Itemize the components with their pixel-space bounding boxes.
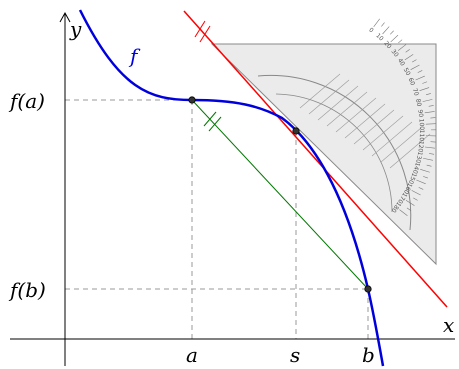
protractor-tick xyxy=(415,75,425,81)
protractor-tick xyxy=(423,157,433,161)
s-label: s xyxy=(290,343,300,367)
fb-label: f(b) xyxy=(8,278,46,302)
protractor-scale-label: 160 xyxy=(402,182,414,196)
protractor-tick xyxy=(429,153,435,155)
protractor-tick xyxy=(425,93,431,96)
protractor-hatch-line xyxy=(308,79,350,115)
set-square-body xyxy=(210,43,437,266)
secant-line xyxy=(191,99,369,290)
secant-parallel-mark xyxy=(203,111,222,132)
protractor-scale-label: 100 xyxy=(418,119,426,131)
protractor-tick xyxy=(426,164,432,167)
point-b xyxy=(364,285,372,293)
protractor-hatch-line xyxy=(371,121,413,157)
protractor-scale-label: 120 xyxy=(416,140,424,152)
protractor-scale-label: 10 xyxy=(374,32,384,42)
protractor-scale-label: 110 xyxy=(418,130,425,142)
axes xyxy=(10,11,455,366)
protractor-scale-label: 140 xyxy=(411,161,421,174)
protractor-tick xyxy=(420,168,430,173)
protractor-tick xyxy=(398,39,403,44)
protractor-hatch-line xyxy=(335,97,377,133)
point-a xyxy=(188,96,196,104)
protractor-scale-label: 40 xyxy=(396,57,406,67)
guide-lines xyxy=(65,99,369,339)
protractor-tick xyxy=(425,123,436,125)
protractor-hatch-line xyxy=(389,133,431,169)
tangent-parallel-mark xyxy=(194,20,211,43)
protractor-tick xyxy=(382,26,390,35)
protractor-tick xyxy=(405,200,415,206)
protractor-hatch-line xyxy=(344,103,386,139)
y-axis-label: y xyxy=(69,17,82,41)
protractor-scale-label: 50 xyxy=(402,67,412,77)
protractor-tick xyxy=(399,209,408,216)
protractor-arc-inner xyxy=(275,93,393,213)
protractor-tick xyxy=(422,81,428,84)
points xyxy=(188,96,372,293)
curve-f xyxy=(78,9,385,367)
protractor-tick xyxy=(390,30,394,35)
a-label: a xyxy=(186,343,198,367)
point-s xyxy=(292,127,300,135)
y-axis-arrowhead xyxy=(59,11,71,23)
protractor-tick xyxy=(373,18,380,27)
protractor-tick xyxy=(406,207,412,212)
protractor-tick xyxy=(411,190,421,196)
protractor-scale-label: 150 xyxy=(407,172,418,185)
protractor-tick xyxy=(397,44,407,51)
protractor-tick xyxy=(428,105,434,107)
protractor-tick xyxy=(422,99,433,102)
tangent-line xyxy=(183,10,448,308)
protractor-tick xyxy=(404,54,414,61)
protractor-hatching xyxy=(299,73,431,169)
protractor-tick xyxy=(381,22,385,27)
protractor-arc-outer xyxy=(257,74,412,231)
protractor-tick xyxy=(419,87,430,91)
protractor-tick xyxy=(390,34,399,43)
protractor-tick xyxy=(417,70,423,73)
protractor-tick xyxy=(411,59,417,63)
protractor-tick xyxy=(423,176,428,179)
protractor-scale-label: 20 xyxy=(382,40,392,50)
curve-label: f xyxy=(128,44,141,68)
protractor-scale-label: 30 xyxy=(390,48,400,58)
protractor-tick xyxy=(416,179,426,185)
protractor-tick xyxy=(413,197,418,201)
b-label: b xyxy=(362,343,375,367)
protractor-tick xyxy=(418,187,424,190)
protractor-tick xyxy=(424,146,435,149)
protractor-tick xyxy=(405,49,410,53)
protractor-hatch-line xyxy=(362,115,404,151)
protractor-hatch-line xyxy=(299,73,341,109)
x-axis-label: x xyxy=(443,313,454,337)
fa-label: f(a) xyxy=(8,89,45,113)
protractor-tick xyxy=(410,64,420,70)
protractor-scale-label: 130 xyxy=(414,151,423,164)
protractor-scale-label: 70 xyxy=(411,87,420,97)
protractor-hatch-line xyxy=(326,91,368,127)
protractor-scale-label: 90 xyxy=(416,109,424,118)
protractor-hatch-line xyxy=(353,109,395,145)
protractor-tick-marks xyxy=(373,18,436,216)
protractor-tick xyxy=(424,111,435,114)
protractor-scale-label: 0 xyxy=(367,26,374,34)
protractor-scale-label: 80 xyxy=(414,98,423,107)
protractor-hatch-line xyxy=(380,127,422,163)
protractor-hatch-line xyxy=(317,85,359,121)
protractor-scale-label: 60 xyxy=(407,77,417,87)
